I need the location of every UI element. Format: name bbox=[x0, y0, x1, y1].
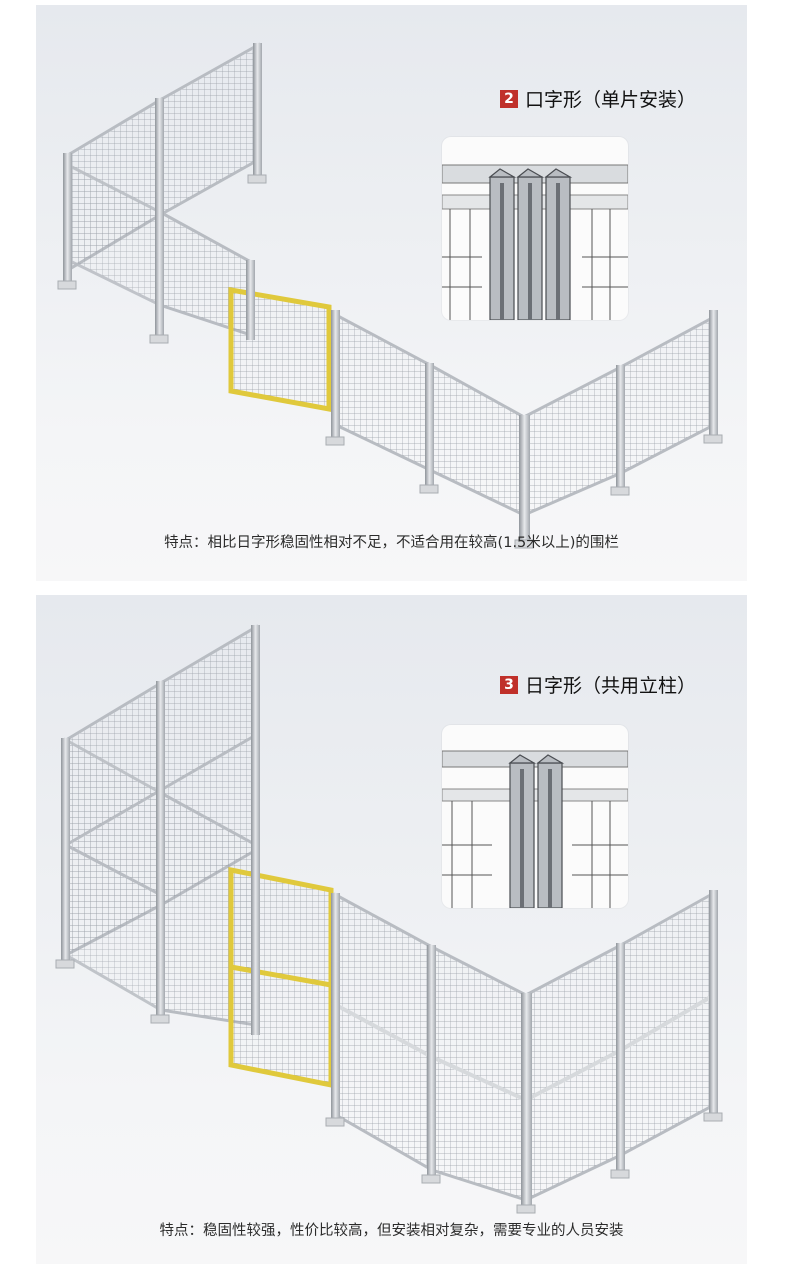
yellow-door bbox=[228, 866, 334, 1089]
fence-panel-shared-post: 3 日字形（共用立柱） 特点：稳固性较强，性价比较高，但安装相对复杂，需要专业的… bbox=[36, 595, 747, 1264]
posts bbox=[63, 43, 718, 543]
profile-detail-inset bbox=[442, 725, 628, 908]
fence-panel-single-install: 2 口字形（单片安装） 特点：相比日字形稳固性相对不足，不适合用在较高(1.5米… bbox=[36, 5, 747, 581]
fence-render-shared bbox=[55, 624, 723, 1214]
profile-cross-section-image bbox=[442, 750, 628, 908]
feature-caption: 特点：相比日字形稳固性相对不足，不适合用在较高(1.5米以上)的围栏 bbox=[164, 535, 619, 551]
yellow-door bbox=[228, 287, 332, 413]
profile-cross-section-image bbox=[442, 164, 628, 320]
title-text: 口字形（单片安装） bbox=[525, 89, 697, 111]
fence-render-single bbox=[57, 42, 723, 549]
fence-run-back bbox=[64, 624, 258, 1027]
profile-detail-inset bbox=[442, 137, 628, 320]
section-title: 2 口字形（单片安装） bbox=[500, 85, 696, 112]
number-badge: 3 bbox=[500, 675, 518, 694]
post-feet bbox=[55, 959, 723, 1214]
number-badge: 2 bbox=[500, 89, 518, 108]
fence-run-front bbox=[334, 890, 716, 1203]
title-text: 日字形（共用立柱） bbox=[525, 675, 697, 697]
feature-caption: 特点：稳固性较强，性价比较高，但安装相对复杂，需要专业的人员安装 bbox=[159, 1223, 624, 1239]
posts bbox=[61, 625, 718, 1208]
post-feet bbox=[57, 174, 723, 549]
section-title: 3 日字形（共用立柱） bbox=[500, 671, 696, 698]
